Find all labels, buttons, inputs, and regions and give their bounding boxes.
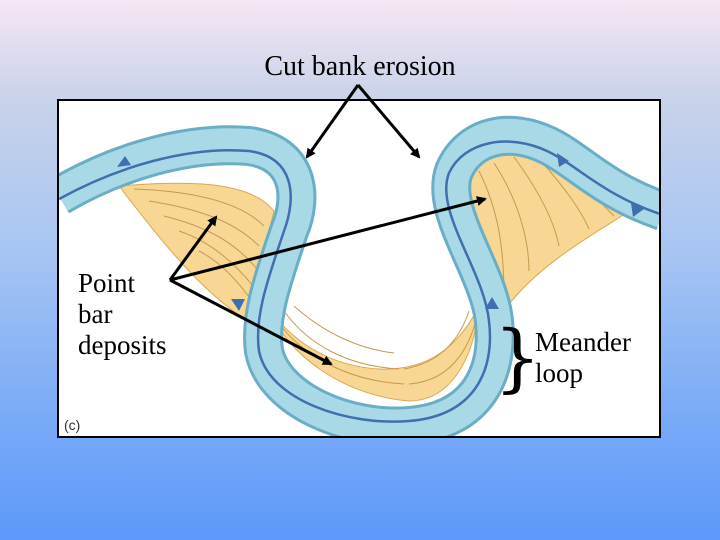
point-bar-arrow-upper-left <box>168 215 218 281</box>
current-arrows <box>117 153 644 311</box>
label-line: loop <box>535 358 584 388</box>
cut-bank-arrow-left <box>305 84 360 159</box>
deposit-lines <box>133 152 615 385</box>
cut-bank-arrow-right <box>356 84 421 159</box>
panel-label: (c) <box>64 417 81 433</box>
meander-illustration <box>59 115 659 436</box>
label-line: Point <box>78 268 136 298</box>
label-line: Meander <box>535 327 631 357</box>
current-flow-line <box>59 140 659 423</box>
label-line: deposits <box>78 330 167 360</box>
label-line: bar <box>78 299 113 329</box>
point-bar-deposits-label: Point bar deposits <box>78 268 167 361</box>
meander-loop-label: Meander loop <box>535 327 631 389</box>
point-bar-arrow-bottom <box>169 278 333 366</box>
meander-brace: } <box>494 315 542 401</box>
cut-bank-erosion-label: Cut bank erosion <box>264 51 456 82</box>
meander-diagram: (c) <box>57 99 661 438</box>
point-bar-arrow-right <box>169 196 487 282</box>
